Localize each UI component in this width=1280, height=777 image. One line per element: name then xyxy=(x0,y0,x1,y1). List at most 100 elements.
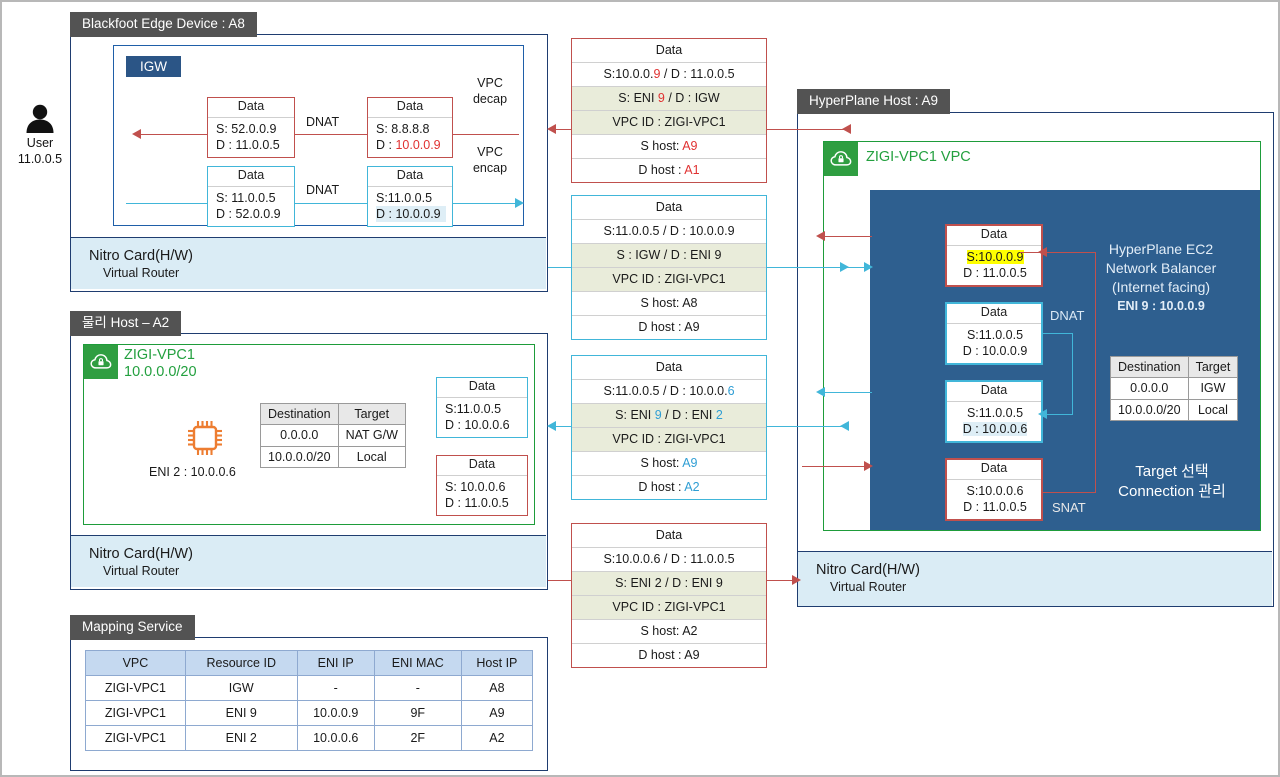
packet-detail-row: S host: A8 xyxy=(572,292,766,316)
blackfoot-red-arrow xyxy=(132,129,141,139)
snat-label-hyperplane: SNAT xyxy=(1052,500,1086,515)
mapping-service-table: VPC Resource ID ENI IP ENI MAC Host IP Z… xyxy=(85,650,534,751)
connector-2-left xyxy=(548,267,572,268)
packet-card-bf-3: Data S: 11.0.0.5 D : 52.0.0.9 xyxy=(207,166,295,227)
connector-hp-pkt1-out xyxy=(820,236,872,237)
hyperplane-panel: ZIGI-VPC1 VPC HyperPlane EC2 Network Bal… xyxy=(797,112,1274,607)
vpc-box-physical: ZIGI-VPC1 10.0.0.0/20 xyxy=(83,344,535,525)
user-label: User xyxy=(26,136,54,150)
packet-dst: D : 11.0.0.5 xyxy=(445,495,509,510)
connector-3-right xyxy=(766,426,844,427)
vpc-encap-label: VPC encap xyxy=(472,145,508,176)
vpc-decap-label: VPC decap xyxy=(472,76,508,107)
packet-detail-row: S host: A9 xyxy=(572,135,766,159)
packet-card-bf-4: Data S:11.0.0.5 D : 10.0.0.9 xyxy=(367,166,453,227)
connector-3-left xyxy=(550,426,572,427)
packet-src: S:11.0.0.5 xyxy=(966,327,1024,342)
igw-badge: IGW xyxy=(126,56,181,77)
person-icon xyxy=(10,102,70,136)
dnat-label-top: DNAT xyxy=(306,115,340,129)
packet-src: S:10.0.0.9 xyxy=(966,249,1024,264)
blackfoot-red-line xyxy=(134,134,519,135)
section-tab-mapping-service: Mapping Service xyxy=(70,615,195,640)
connector-hp-pkt2-in xyxy=(802,267,870,268)
packet-src: S:11.0.0.5 xyxy=(966,405,1024,420)
table-row: ZIGI-VPC1 IGW - - A8 xyxy=(85,675,534,701)
packet-dst: D : 10.0.0.9 xyxy=(376,137,441,152)
igw-box: IGW Data S: 52.0.0.9 D : 11.0.0.5 DNAT D… xyxy=(113,45,524,227)
dnat-label-hyperplane: DNAT xyxy=(1050,308,1085,323)
packet-card-hp-1: Data S:10.0.0.9 D : 11.0.0.5 xyxy=(945,224,1043,287)
nitro-card-blackfoot: Nitro Card(H/W) Virtual Router xyxy=(71,237,546,289)
connector-hp-pkt1-out-arrow xyxy=(816,231,825,241)
section-tab-blackfoot: Blackfoot Edge Device : A8 xyxy=(70,12,257,37)
packet-dst: D : 11.0.0.5 xyxy=(963,499,1027,514)
packet-dst: D : 10.0.0.9 xyxy=(962,343,1028,358)
blackfoot-blue-arrow xyxy=(515,198,524,208)
packet-src: S: 10.0.0.6 xyxy=(445,479,506,494)
packet-dst: D : 10.0.0.6 xyxy=(445,417,510,432)
packet-src: S:10.0.0.6 xyxy=(966,483,1024,498)
packet-detail-row: S host: A2 xyxy=(572,620,766,644)
vpc-cloud-icon xyxy=(84,345,118,379)
packet-detail-header: Data xyxy=(572,524,766,548)
packet-detail-row: D host : A1 xyxy=(638,163,700,177)
packet-detail-row: S:10.0.0.9 / D : 11.0.0.5 xyxy=(572,63,766,87)
packet-detail-header: Data xyxy=(572,39,766,63)
connector-3-arrow xyxy=(547,421,556,431)
packet-detail-row: S : IGW / D : ENI 9 xyxy=(572,244,766,268)
packet-src: S:11.0.0.5 xyxy=(376,190,433,205)
vpc-title-physical: ZIGI-VPC1 10.0.0.0/20 xyxy=(124,347,197,381)
packet-card-ph-2: Data S: 10.0.0.6 D : 11.0.0.5 xyxy=(436,455,528,516)
packet-card-ph-1: Data S:11.0.0.5 D : 10.0.0.6 xyxy=(436,377,528,438)
packet-dst: D : 52.0.0.9 xyxy=(216,206,281,221)
connector-1-right-arrow xyxy=(842,124,851,134)
packet-detail-row: S:11.0.0.5 / D : 10.0.0.6 xyxy=(572,380,766,404)
packet-detail-row: S:10.0.0.6 / D : 11.0.0.5 xyxy=(572,548,766,572)
packet-detail-row: D host : A9 xyxy=(638,320,700,334)
connector-hp-pkt2-arrow xyxy=(864,262,873,272)
connector-1-arrow xyxy=(547,124,556,134)
packet-detail-row: VPC ID : ZIGI-VPC1 xyxy=(572,596,766,620)
packet-card-hp-2: Data S:11.0.0.5 D : 10.0.0.9 xyxy=(945,302,1043,365)
packet-detail-row: S: ENI 2 / D : ENI 9 xyxy=(572,572,766,596)
packet-detail-row: VPC ID : ZIGI-VPC1 xyxy=(572,268,766,292)
section-tab-physical-host: 물리 Host – A2 xyxy=(70,311,182,336)
packet-src: S: 8.8.8.8 xyxy=(376,121,430,136)
table-row: ZIGI-VPC1 ENI 2 10.0.0.6 2F A2 xyxy=(85,725,534,751)
connector-4-right-arrow xyxy=(792,575,801,585)
connector-1-left xyxy=(550,129,572,130)
blackfoot-panel: IGW Data S: 52.0.0.9 D : 11.0.0.5 DNAT D… xyxy=(70,34,548,292)
user-block: User 11.0.0.5 xyxy=(10,102,70,167)
table-row: ZIGI-VPC1 ENI 9 10.0.0.9 9F A9 xyxy=(85,700,534,726)
packet-card-hp-4: Data S:10.0.0.6 D : 11.0.0.5 xyxy=(945,458,1043,521)
packet-dst: D : 10.0.0.9 xyxy=(376,205,446,222)
packet-detail-row: D host : A9 xyxy=(638,648,700,662)
packet-detail-row: VPC ID : ZIGI-VPC1 xyxy=(572,428,766,452)
connector-1-right xyxy=(766,129,846,130)
nitro-card-physical: Nitro Card(H/W) Virtual Router xyxy=(71,535,546,587)
packet-detail-row: S: ENI 9 / D : IGW xyxy=(572,87,766,111)
packet-src: S: 11.0.0.5 xyxy=(216,190,276,205)
connector-3-right-arrow xyxy=(840,421,849,431)
eni-label-physical: ENI 2 : 10.0.0.6 xyxy=(149,465,236,479)
packet-card-bf-1: Data S: 52.0.0.9 D : 11.0.0.5 xyxy=(207,97,295,158)
packet-card-hp-3: Data S:11.0.0.5 D : 10.0.0.6 xyxy=(945,380,1043,443)
hyperplane-footer: Target 선택 Connection 관리 xyxy=(1118,463,1226,501)
vpc-title-hyperplane: ZIGI-VPC1 VPC xyxy=(866,149,971,165)
table-header-row: Destination Target xyxy=(1110,355,1239,379)
connector-4-left xyxy=(548,580,572,581)
hyperplane-plane: HyperPlane EC2 Network Balancer (Interne… xyxy=(870,190,1260,530)
section-tab-hyperplane: HyperPlane Host : A9 xyxy=(797,89,951,114)
mapping-service-panel: VPC Resource ID ENI IP ENI MAC Host IP Z… xyxy=(70,637,548,771)
